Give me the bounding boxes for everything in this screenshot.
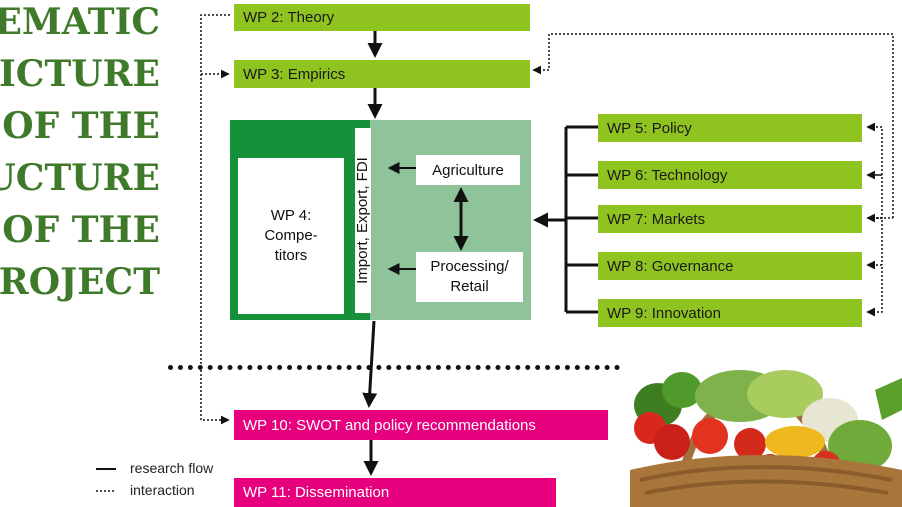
interaction-wp8-wp9 [866, 260, 883, 317]
wp9-label: WP 9: Innovation [607, 304, 721, 322]
wp8-box: WP 8: Governance [598, 252, 862, 280]
wp11-box: WP 11: Dissemination [234, 478, 556, 507]
processing-label: Processing/ Retail [430, 258, 509, 295]
title-line-1: HEMATIC [0, 1, 160, 43]
wp8-label: WP 8: Governance [607, 257, 734, 275]
title-line-6: PROJECT [0, 261, 160, 303]
wp7-box: WP 7: Markets [598, 205, 862, 233]
title-line-2: PICTURE [0, 53, 160, 95]
trade-label: Import, Export, FDI [354, 157, 371, 284]
interaction-right-loop [532, 33, 894, 218]
wp2-label: WP 2: Theory [243, 9, 335, 26]
trade-box: Import, Export, FDI [354, 128, 371, 313]
wp2-box: WP 2: Theory [234, 4, 530, 31]
title-line-3: OF THE [2, 105, 160, 147]
wp6-label: WP 6: Technology [607, 166, 728, 184]
agriculture-box: Agriculture [416, 155, 520, 185]
wp3-label: WP 3: Empirics [243, 65, 346, 83]
wp5-label: WP 5: Policy [607, 119, 692, 137]
interaction-left-loop [200, 14, 230, 425]
wp10-box: WP 10: SWOT and policy recommendations [234, 410, 608, 440]
wp7-label: WP 7: Markets [607, 210, 706, 228]
vegetable-basket-image [630, 370, 902, 507]
wp10-label: WP 10: SWOT and policy recommendations [243, 416, 536, 434]
interaction-wp5-wp6 [866, 122, 883, 180]
wp5-box: WP 5: Policy [598, 114, 862, 142]
title-line-4: UCTURE [0, 157, 160, 199]
wp11-label: WP 11: Dissemination [243, 484, 390, 501]
wp4-competitors-box: WP 4: Compe- titors [238, 158, 344, 314]
interaction-wp6-wp7 [866, 174, 883, 223]
interaction-wp7-wp8 [868, 217, 883, 265]
wp3-box: WP 3: Empirics [234, 60, 530, 88]
wp4-label: WP 4: Compe- titors [264, 207, 318, 264]
title-line-5: OF THE [2, 209, 160, 251]
processing-box: Processing/ Retail [416, 252, 523, 302]
wp6-box: WP 6: Technology [598, 161, 862, 189]
flow-core-wp10 [362, 320, 378, 408]
legend-interaction: interaction [130, 482, 195, 498]
wp9-box: WP 9: Innovation [598, 299, 862, 327]
agriculture-label: Agriculture [432, 161, 504, 179]
section-divider [168, 365, 620, 370]
legend-research-flow: research flow [130, 460, 214, 476]
